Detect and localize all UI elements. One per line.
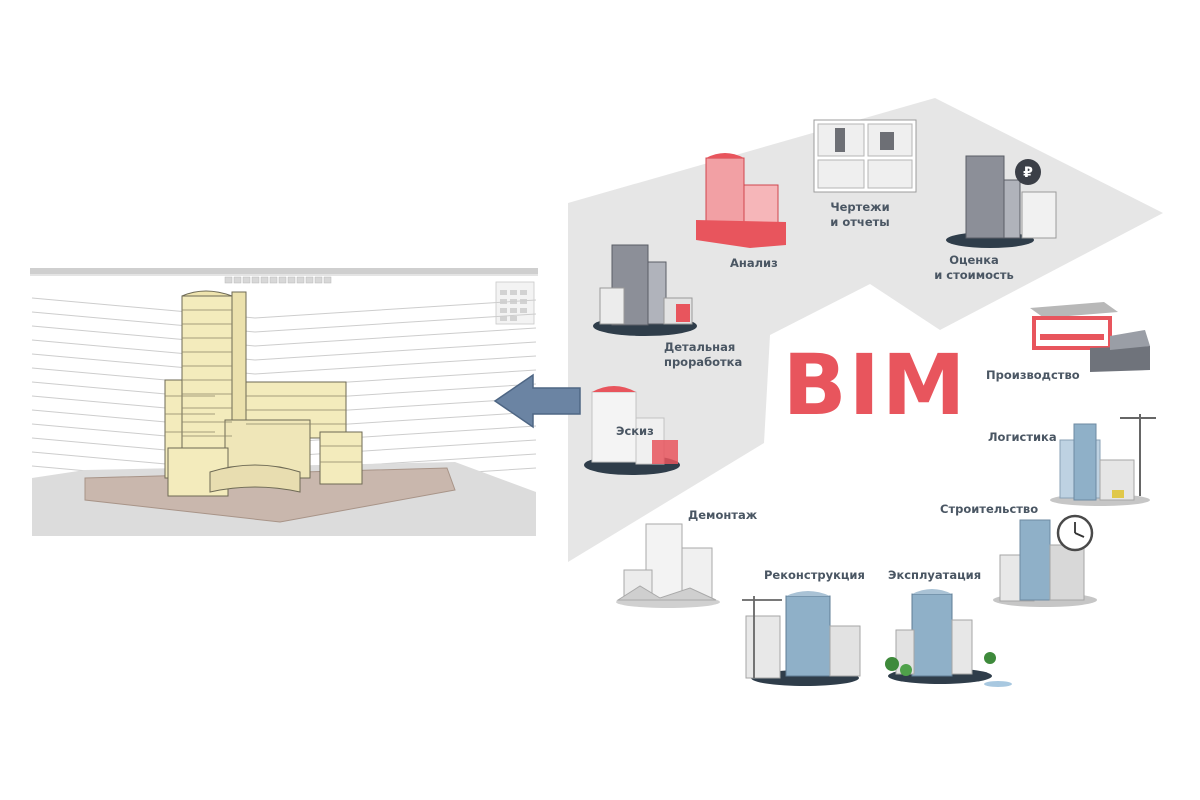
analysis-building-icon xyxy=(696,153,786,248)
production-icon xyxy=(1030,302,1150,372)
bim-viewer-window-icon xyxy=(30,268,538,538)
label-construction: Строительство xyxy=(940,502,1039,516)
bim-title: BIM xyxy=(782,336,968,434)
construction-icon xyxy=(993,514,1097,607)
ruble-icon: ₽ xyxy=(1015,159,1041,185)
svg-text:₽: ₽ xyxy=(1023,165,1033,181)
logistics-icon xyxy=(1050,414,1156,506)
sketch-building-icon xyxy=(584,386,680,475)
viewer-palette xyxy=(495,281,535,325)
reconstruction-icon xyxy=(742,591,861,686)
label-drawings: Чертежи и отчеты xyxy=(830,200,890,229)
viewer-toolbar xyxy=(224,276,332,284)
label-production: Производство xyxy=(986,368,1080,382)
drawings-sheet-icon xyxy=(813,119,917,193)
label-logistics: Логистика xyxy=(988,430,1057,444)
estimate-building-icon: ₽ xyxy=(946,155,1057,248)
label-reconstruction: Реконструкция xyxy=(764,568,865,582)
detailed-building-icon xyxy=(593,244,697,336)
demolition-icon xyxy=(616,523,720,608)
label-analysis: Анализ xyxy=(730,256,778,270)
clock-icon xyxy=(1056,514,1094,552)
label-operation: Эксплуатация xyxy=(888,568,982,582)
arrow-left-icon xyxy=(493,373,581,429)
label-sketch: Эскиз xyxy=(616,424,654,438)
label-estimate: Оценка и стоимость xyxy=(934,253,1014,282)
operation-icon xyxy=(885,589,1012,687)
label-detailed: Детальная проработка xyxy=(664,340,743,369)
label-demolition: Демонтаж xyxy=(688,508,758,522)
